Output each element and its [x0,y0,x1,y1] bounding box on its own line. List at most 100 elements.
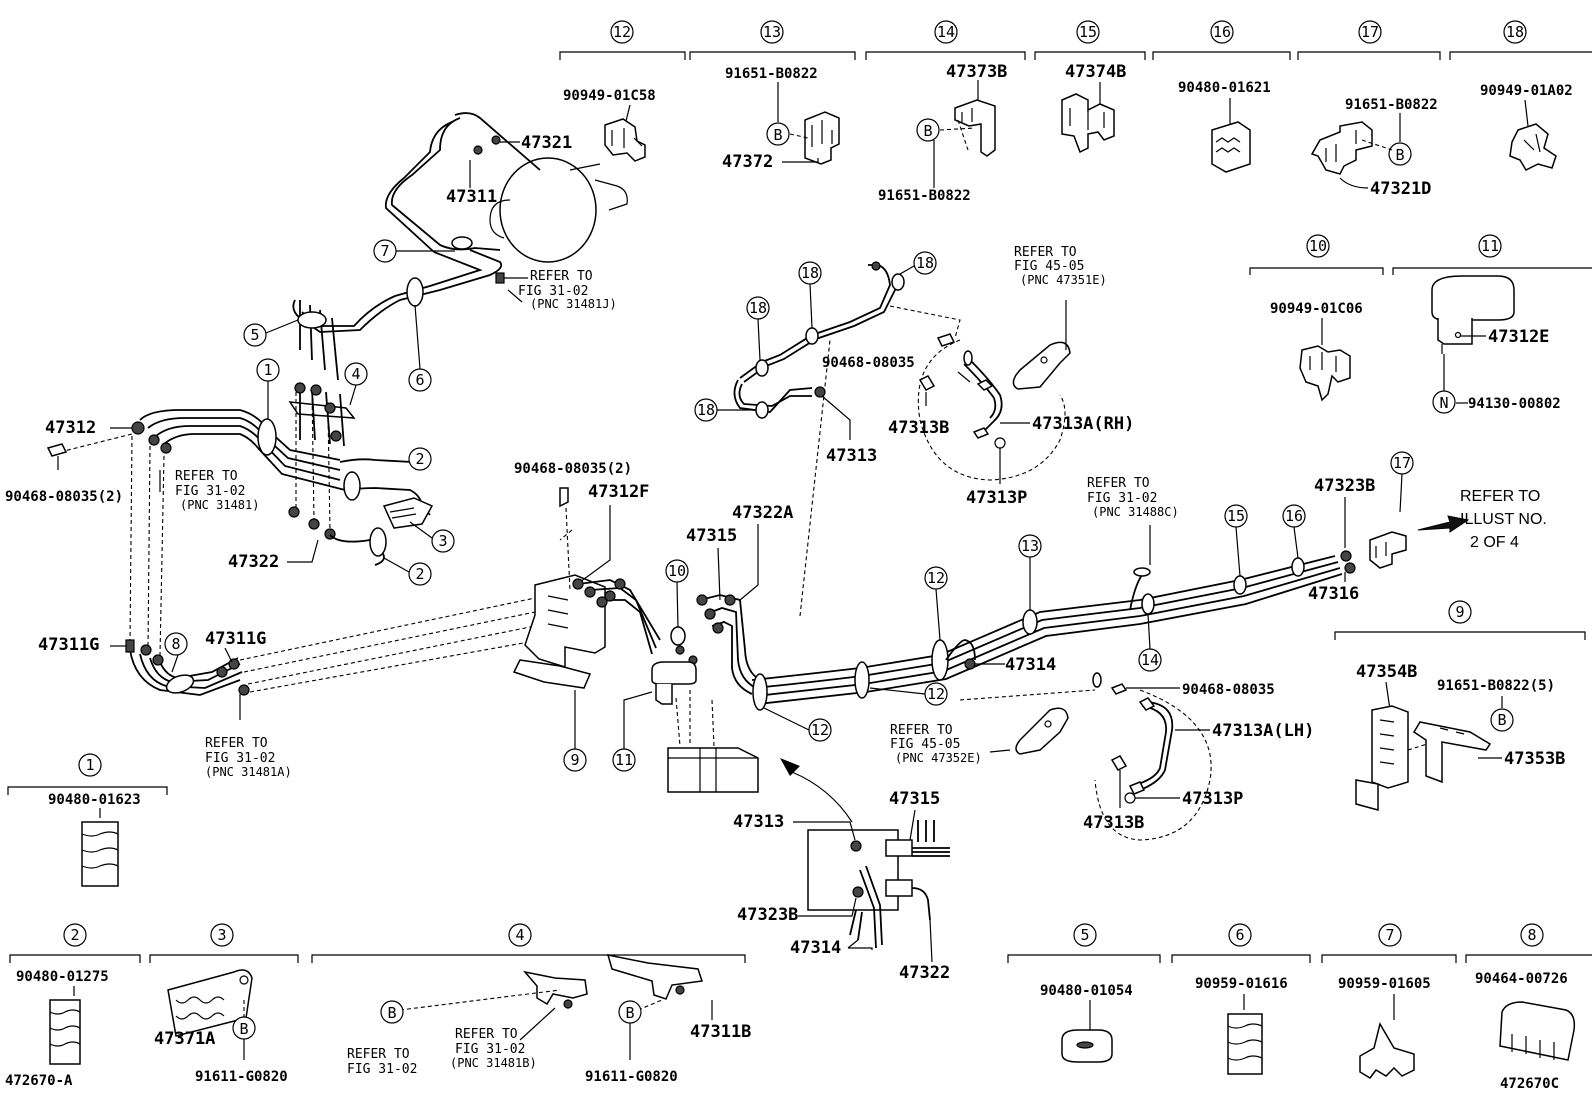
callout-2: 2 [415,565,424,583]
part-number: 47322 [899,963,950,983]
callout-3: 3 [217,926,226,944]
reference-label: REFER TO [175,469,238,484]
part-number: 94130-00802 [1468,396,1561,412]
reference-label: REFER TO [530,269,593,284]
callout-2: 2 [70,926,79,944]
part-number: 47374B [1065,62,1126,82]
reference-label: (PNC 31481) [180,498,259,512]
reference-label: FIG 31-02 [205,751,275,766]
part-number: 47313A(RH) [1032,414,1134,434]
callout-7: 7 [1385,926,1394,944]
part-number: 47313B [1083,813,1144,833]
part-number: 47311G [205,629,266,649]
callout-18: 18 [916,254,934,272]
part-number: 47313P [1182,789,1243,809]
callout-17: 17 [1361,23,1379,41]
callout-16: 16 [1213,23,1231,41]
reference-label: FIG 45-05 [1014,259,1084,274]
reference-label: (PNC 31481A) [205,765,292,779]
callout-b: B [387,1004,396,1022]
key-6: 6 90959-01616 [1171,923,1311,1075]
key-11: 11 47312E N 94130-00802 [1392,234,1592,414]
callout-6: 6 [1235,926,1244,944]
part-number: 91611-G0820 [195,1069,288,1085]
part-number: 47371A [154,1029,215,1049]
part-number: 47315 [686,526,737,546]
part-number: 47322A [732,503,793,523]
part-number: 47311 [446,187,497,207]
part-number: 47323B [1314,476,1375,496]
callout-12: 12 [613,23,631,41]
callout-n: N [1439,394,1448,412]
reference-label: REFER TO [890,723,953,738]
callout-10: 10 [668,562,686,580]
note-text: REFER TO [1460,488,1540,505]
key-8: 8 90464-00726 472670C [1465,923,1592,1092]
part-number: 47313 [826,446,877,466]
callout-1: 1 [263,361,272,379]
key-16: 16 90480-01621 [1152,20,1291,173]
reference-label: REFER TO [455,1027,518,1042]
reference-label: (PNC 31481J) [530,297,617,311]
callout-9: 9 [570,751,579,769]
part-number: 47312E [1488,327,1549,347]
part-number: 47313P [966,488,1027,508]
part-number: 47312F [588,482,649,502]
part-number: 47315 [889,789,940,809]
note-text: 2 OF 4 [1470,534,1519,551]
abs-detail: 47313 47315 47323B 47314 47322 [733,758,950,983]
callout-4: 4 [515,926,524,944]
key-7: 7 90959-01605 [1321,923,1457,1079]
part-number: 47316 [1308,584,1359,604]
reference-label: FIG 45-05 [890,737,960,752]
part-number: 47373B [946,62,1007,82]
part-number: 91651-B0822(5) [1437,678,1555,694]
reference-label: REFER TO [1087,476,1150,491]
lower-left-cluster: 47311G 47311G 8 REFER TO FIG 31-02 (PNC … [38,597,541,779]
part-number: 90464-00726 [1475,971,1568,987]
part-number: 47372 [722,152,773,172]
key-3: 3 B 47371A 91611-G0820 [149,923,299,1085]
part-number: 90480-01275 [16,969,109,985]
part-number: 90480-01054 [1040,983,1133,999]
callout-b: B [923,122,932,140]
key-12: 12 90949-01C58 [559,20,686,162]
callout-13: 13 [1021,537,1039,555]
callout-18: 18 [749,299,767,317]
callout-b: B [1497,711,1506,729]
part-number: 47313B [888,418,949,438]
reference-label: (PNC 47351E) [1020,273,1107,287]
note-text: ILLUST NO. [1460,511,1547,528]
part-number: 90468-08035(2) [514,461,632,477]
part-number: 47314 [790,938,841,958]
rh-line-area: 18 18 18 18 47313 90468-08035 47313B 473… [694,245,1134,508]
diagram-code: 472670-A [5,1073,73,1089]
reference-label: REFER TO [205,736,268,751]
part-number: 90949-01C58 [563,88,656,104]
callout-13: 13 [763,23,781,41]
part-number: 47323B [737,905,798,925]
key-13: 13 91651-B0822 B 47372 [689,20,856,172]
callout-18: 18 [801,264,819,282]
reference-label: REFER TO [347,1047,410,1062]
part-number: 47321 [521,133,572,153]
part-number: 47354B [1356,662,1417,682]
callout-11: 11 [615,751,633,769]
callout-8: 8 [1527,926,1536,944]
callout-12: 12 [927,569,945,587]
reference-label: (PNC 31488C) [1092,505,1179,519]
callout-5: 5 [250,326,259,344]
reference-label: FIG 31-02 [1087,491,1157,506]
key-9: 9 47354B 91651-B0822(5) B 47353B [1334,600,1586,811]
part-number: 91651-B0822 [878,188,971,204]
master-cylinder-area: 47321 47311 REFER TO FIG 31-02 (PNC 3148… [292,112,628,381]
callout-9: 9 [1455,603,1464,621]
lh-hose-area: REFER TO FIG 45-05 (PNC 47352E) 90468-08… [890,672,1314,841]
key-14: 14 47373B B 91651-B0822 [865,20,1026,204]
callout-4: 4 [351,365,360,383]
reference-label: REFER TO [1014,245,1077,260]
part-number: 91611-G0820 [585,1069,678,1085]
callout-18: 18 [697,401,715,419]
part-number: 90959-01605 [1338,976,1431,992]
callout-15: 15 [1227,507,1245,525]
